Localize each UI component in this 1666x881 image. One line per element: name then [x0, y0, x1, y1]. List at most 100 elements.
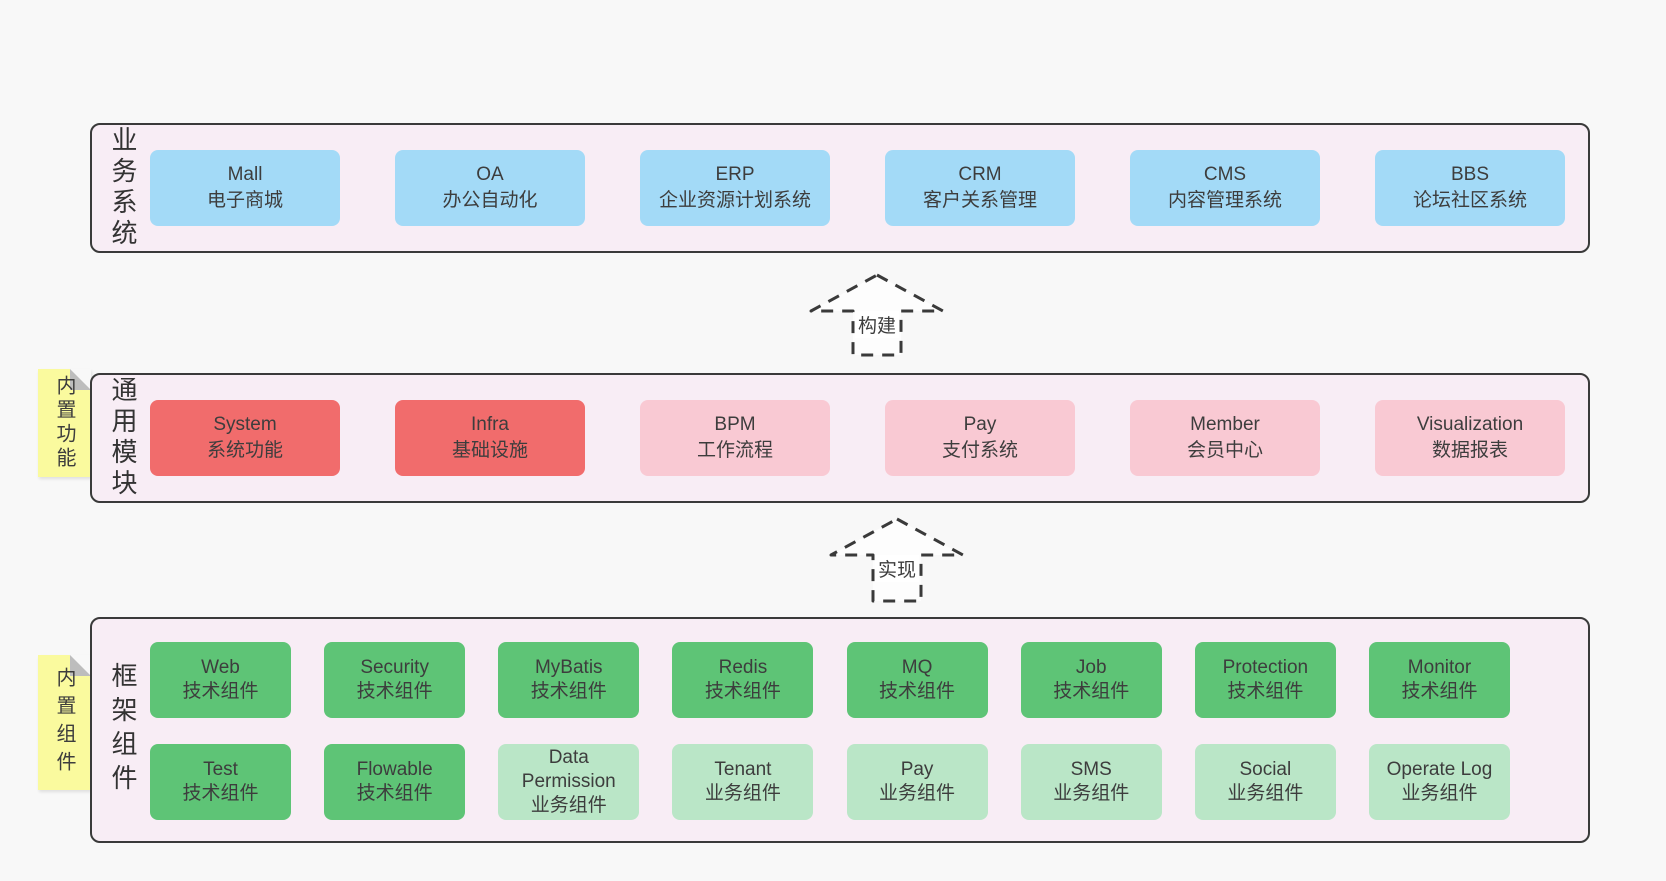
box-subtitle: 客户关系管理 [922, 190, 1037, 211]
box-subtitle: 技术组件 [1053, 681, 1130, 702]
box-subtitle: 技术组件 [879, 681, 956, 702]
box-title: MQ [901, 657, 933, 678]
fold-corner-icon [70, 369, 91, 390]
band-common-modules: 通用模块 System 系统功能 Infra 基础设施 BPM 工作流程 Pay… [90, 373, 1590, 503]
box-title: Member [1190, 414, 1260, 435]
box-redis: Redis 技术组件 [672, 642, 814, 718]
note-label: 内置功能 [53, 375, 75, 471]
band-modules-side-label: 通用模块 [108, 376, 138, 500]
box-subtitle: 业务组件 [704, 783, 781, 804]
box-subtitle: 技术组件 [182, 681, 259, 702]
box-subtitle: 技术组件 [182, 783, 259, 804]
box-tenant: Tenant 业务组件 [672, 744, 814, 820]
box-cms: CMS 内容管理系统 [1130, 150, 1320, 226]
box-crm: CRM 客户关系管理 [885, 150, 1075, 226]
box-infra: Infra 基础设施 [395, 400, 585, 476]
box-subtitle: 论坛社区系统 [1412, 190, 1527, 211]
fold-corner-icon [70, 655, 91, 676]
build-arrow-label: 构建 [854, 311, 900, 338]
box-social: Social 业务组件 [1194, 744, 1336, 820]
box-title: Redis [718, 657, 768, 678]
box-mybatis: MyBatis 技术组件 [498, 642, 640, 718]
components-row-2: Test 技术组件 Flowable 技术组件 Data Permission … [150, 744, 1510, 820]
box-erp: ERP 企业资源计划系统 [640, 150, 830, 226]
box-subtitle: 业务组件 [530, 795, 607, 816]
box-subtitle: 技术组件 [530, 681, 607, 702]
box-oa: OA 办公自动化 [395, 150, 585, 226]
note-label: 内置组件 [53, 666, 75, 779]
box-title: Mall [227, 164, 263, 185]
box-pay: Pay 支付系统 [885, 400, 1075, 476]
box-bbs: BBS 论坛社区系统 [1375, 150, 1565, 226]
box-subtitle: 技术组件 [356, 783, 433, 804]
box-subtitle: 支付系统 [941, 440, 1018, 461]
box-title: Operate Log [1386, 759, 1493, 780]
box-subtitle: 企业资源计划系统 [658, 190, 811, 211]
box-title: ERP [715, 164, 755, 185]
box-title: Visualization [1416, 414, 1524, 435]
box-title: Pay [963, 414, 997, 435]
box-title: Tenant [714, 759, 772, 780]
box-title: BPM [714, 414, 756, 435]
box-subtitle: 电子商城 [206, 190, 283, 211]
box-title: Test [203, 759, 238, 780]
box-title: SMS [1070, 759, 1112, 780]
components-row-1: Web 技术组件 Security 技术组件 MyBatis 技术组件 Redi… [150, 642, 1510, 718]
box-title: CRM [958, 164, 1002, 185]
box-job: Job 技术组件 [1020, 642, 1162, 718]
modules-box-row: System 系统功能 Infra 基础设施 BPM 工作流程 Pay 支付系统… [150, 375, 1565, 501]
box-subtitle: 业务组件 [1227, 783, 1304, 804]
box-title: System [213, 414, 277, 435]
box-subtitle: 业务组件 [1401, 783, 1478, 804]
box-subtitle: 技术组件 [704, 681, 781, 702]
box-visualization: Visualization 数据报表 [1375, 400, 1565, 476]
box-pay-biz: Pay 业务组件 [846, 744, 988, 820]
box-subtitle: 会员中心 [1186, 440, 1263, 461]
implement-arrow-label: 实现 [874, 555, 920, 582]
box-subtitle: 基础设施 [451, 440, 528, 461]
band-components-side-label: 框架组件 [108, 662, 138, 798]
box-title: Data Permission [521, 747, 616, 792]
box-title: CMS [1203, 164, 1247, 185]
band-framework-components: 框架组件 Web 技术组件 Security 技术组件 MyBatis 技术组件… [90, 617, 1590, 843]
box-title: Social [1239, 759, 1292, 780]
box-bpm: BPM 工作流程 [640, 400, 830, 476]
box-protection: Protection 技术组件 [1194, 642, 1336, 718]
box-subtitle: 内容管理系统 [1167, 190, 1282, 211]
box-title: Protection [1222, 657, 1309, 678]
band-business-side-label: 业务系统 [108, 126, 138, 250]
box-title: Flowable [356, 759, 433, 780]
box-title: Infra [470, 414, 510, 435]
box-title: BBS [1450, 164, 1490, 185]
note-built-in-functions: 内置功能 [38, 369, 91, 477]
box-subtitle: 系统功能 [206, 440, 283, 461]
box-security: Security 技术组件 [324, 642, 466, 718]
box-title: Job [1075, 657, 1107, 678]
box-flowable: Flowable 技术组件 [324, 744, 466, 820]
build-arrow: 构建 [807, 273, 947, 357]
box-sms: SMS 业务组件 [1020, 744, 1162, 820]
box-monitor: Monitor 技术组件 [1368, 642, 1510, 718]
box-subtitle: 技术组件 [1401, 681, 1478, 702]
box-subtitle: 工作流程 [696, 440, 773, 461]
box-web: Web 技术组件 [150, 642, 291, 718]
box-subtitle: 业务组件 [879, 783, 956, 804]
box-mall: Mall 电子商城 [150, 150, 340, 226]
box-subtitle: 技术组件 [1227, 681, 1304, 702]
box-title: MyBatis [534, 657, 603, 678]
box-title: Web [201, 657, 240, 678]
box-title: OA [476, 164, 504, 185]
box-operate-log: Operate Log 业务组件 [1368, 744, 1510, 820]
box-subtitle: 业务组件 [1053, 783, 1130, 804]
box-subtitle: 办公自动化 [442, 190, 538, 211]
box-title: Security [360, 657, 429, 678]
box-title: Pay [900, 759, 934, 780]
implement-arrow: 实现 [827, 517, 967, 603]
box-test: Test 技术组件 [150, 744, 291, 820]
band-business-systems: 业务系统 Mall 电子商城 OA 办公自动化 ERP 企业资源计划系统 CRM… [90, 123, 1590, 253]
box-mq: MQ 技术组件 [846, 642, 988, 718]
box-member: Member 会员中心 [1130, 400, 1320, 476]
box-data-permission: Data Permission 业务组件 [498, 744, 640, 820]
note-built-in-components: 内置组件 [38, 655, 91, 790]
